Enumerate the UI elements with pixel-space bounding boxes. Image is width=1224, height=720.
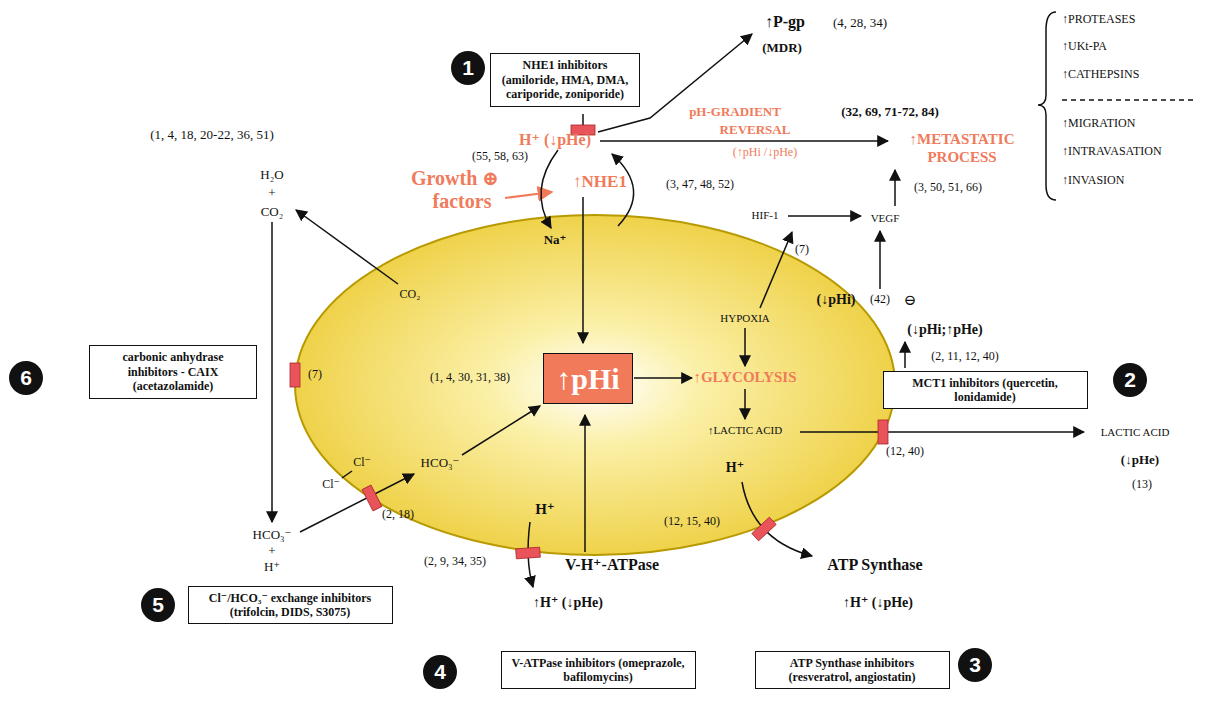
text-label: ↑PROTEASES (1062, 13, 1135, 27)
text-label: H₂O (260, 168, 283, 183)
callout-number: 1 (462, 56, 474, 80)
text-label: + (268, 186, 275, 201)
reference-number: (3, 50, 51, 66) (914, 181, 982, 195)
text-label: (↓pHi) (817, 292, 856, 308)
text-label: (↓pHi;↑pHe) (907, 322, 982, 338)
callout-number: 6 (20, 366, 32, 390)
reference-number: (32, 69, 71-72, 84) (841, 105, 939, 120)
text-label: HCO₃⁻ (253, 528, 292, 543)
inhibitor-markers (290, 125, 888, 559)
callout-circle: 5 (141, 588, 175, 622)
reference-number: (1, 4, 30, 31, 38) (430, 371, 510, 385)
reference-number: (7) (308, 368, 322, 382)
text-label: ↑MIGRATION (1062, 117, 1135, 131)
box-text: NHE1 inhibitors (amiloride, HMA, DMA, ca… (497, 58, 633, 101)
callout-circle: 1 (451, 51, 485, 85)
reference-number: (4, 28, 34) (833, 16, 887, 31)
reference-number: (7) (795, 243, 809, 257)
text-label: ↑UKt-PA (1062, 40, 1107, 54)
text-label: H⁺ (535, 501, 555, 518)
inhibitor-box: Cl⁻/HCO₃⁻ exchange inhibitors (trifolcin… (188, 586, 393, 625)
text-label: CO₂ (400, 288, 421, 302)
text-label: Growth ⊕ (411, 167, 499, 190)
text-label: VEGF (871, 212, 900, 225)
callout-circle: 2 (1113, 363, 1147, 397)
text-label: Na⁺ (544, 233, 567, 248)
text-label: ATP Synthase (827, 556, 922, 574)
cell-body (295, 215, 895, 555)
arrows (272, 12, 1195, 587)
ph-box: ↑pHi (543, 353, 633, 404)
reference-number: (12, 40) (886, 445, 924, 459)
text-label: ↑H⁺ (↓pHe) (843, 595, 913, 611)
text-label: ↑P-gp (765, 13, 805, 31)
text-label: HIF-1 (752, 209, 779, 222)
text-label: factors (433, 190, 492, 213)
text-label: HYPOXIA (720, 312, 770, 325)
callout-circle: 4 (423, 655, 457, 689)
text-label: HCO₃⁻ (421, 456, 460, 471)
text-label: ↑H⁺ (↓pHe) (533, 595, 603, 611)
box-text: carbonic anhydrase inhibitors - CAIX (ac… (96, 350, 250, 393)
text-label: Cl⁻ (322, 478, 340, 492)
reference-number: (2, 9, 34, 35) (424, 555, 486, 569)
text-label: LACTIC ACID (1101, 426, 1170, 439)
callout-number: 2 (1124, 368, 1136, 392)
callout-circle: 6 (9, 361, 43, 395)
text-label: REVERSAL (720, 123, 791, 138)
text-label: ⊖ (904, 292, 917, 309)
text-label: ↑CATHEPSINS (1062, 68, 1139, 82)
text-label: Cl⁻ (353, 456, 371, 470)
box-text: Cl⁻/HCO₃⁻ exchange inhibitors (trifolcin… (195, 591, 386, 620)
text-label: V-H⁺-ATPase (565, 556, 659, 574)
reference-number: (2, 11, 12, 40) (931, 350, 999, 364)
box-text: ↑pHi (548, 362, 628, 395)
reference-number: (55, 58, 63) (472, 150, 528, 164)
text-label: ↑LACTIC ACID (708, 424, 782, 437)
reference-number: (3, 47, 48, 52) (666, 178, 734, 192)
inhibitor-box: carbonic anhydrase inhibitors - CAIX (ac… (89, 345, 257, 398)
inhibitor-box: MCT1 inhibitors (quercetin, lonidamide) (883, 371, 1088, 410)
text-label: H⁺ (↓pHe) (519, 131, 591, 149)
text-label: + (268, 544, 275, 559)
box-text: MCT1 inhibitors (quercetin, lonidamide) (890, 376, 1081, 405)
text-label: ↑INVASION (1062, 174, 1124, 188)
box-text: ATP Synthase inhibitors (resveratrol, an… (762, 656, 943, 685)
text-label: ↑GLYCOLYSIS (693, 369, 796, 386)
inhibitor-box: V-ATPase inhibitors (omeprazole, bafilom… (501, 651, 696, 690)
callout-number: 5 (152, 593, 164, 617)
text-label: CO₂ (261, 205, 284, 220)
text-label: (↑pHi /↓pHe) (733, 146, 797, 160)
reference-number: (42) (870, 293, 890, 307)
text-label: pH-GRADIENT (689, 105, 781, 120)
inhibitor-box: NHE1 inhibitors (amiloride, HMA, DMA, ca… (490, 53, 640, 106)
box-text: V-ATPase inhibitors (omeprazole, bafilom… (508, 656, 689, 685)
inhibitor-box: ATP Synthase inhibitors (resveratrol, an… (755, 651, 950, 690)
reference-number: (1, 4, 18, 20-22, 36, 51) (150, 128, 274, 143)
text-label: H⁺ (264, 560, 280, 575)
callout-circle: 3 (958, 648, 992, 682)
text-label: (↓pHe) (1121, 453, 1159, 468)
text-label: (MDR) (762, 41, 802, 56)
reference-number: (12, 15, 40) (664, 515, 720, 529)
callout-number: 3 (969, 653, 981, 677)
text-label: PROCESS (927, 149, 996, 166)
text-label: ↑INTRAVASATION (1062, 145, 1162, 159)
text-label: ↑NHE1 (573, 172, 627, 192)
text-label: H⁺ (726, 460, 744, 476)
callout-number: 4 (434, 660, 446, 684)
reference-number: (2, 18) (382, 508, 414, 522)
reference-number: (13) (1132, 478, 1152, 492)
text-label: ↑METASTATIC (909, 131, 1014, 148)
